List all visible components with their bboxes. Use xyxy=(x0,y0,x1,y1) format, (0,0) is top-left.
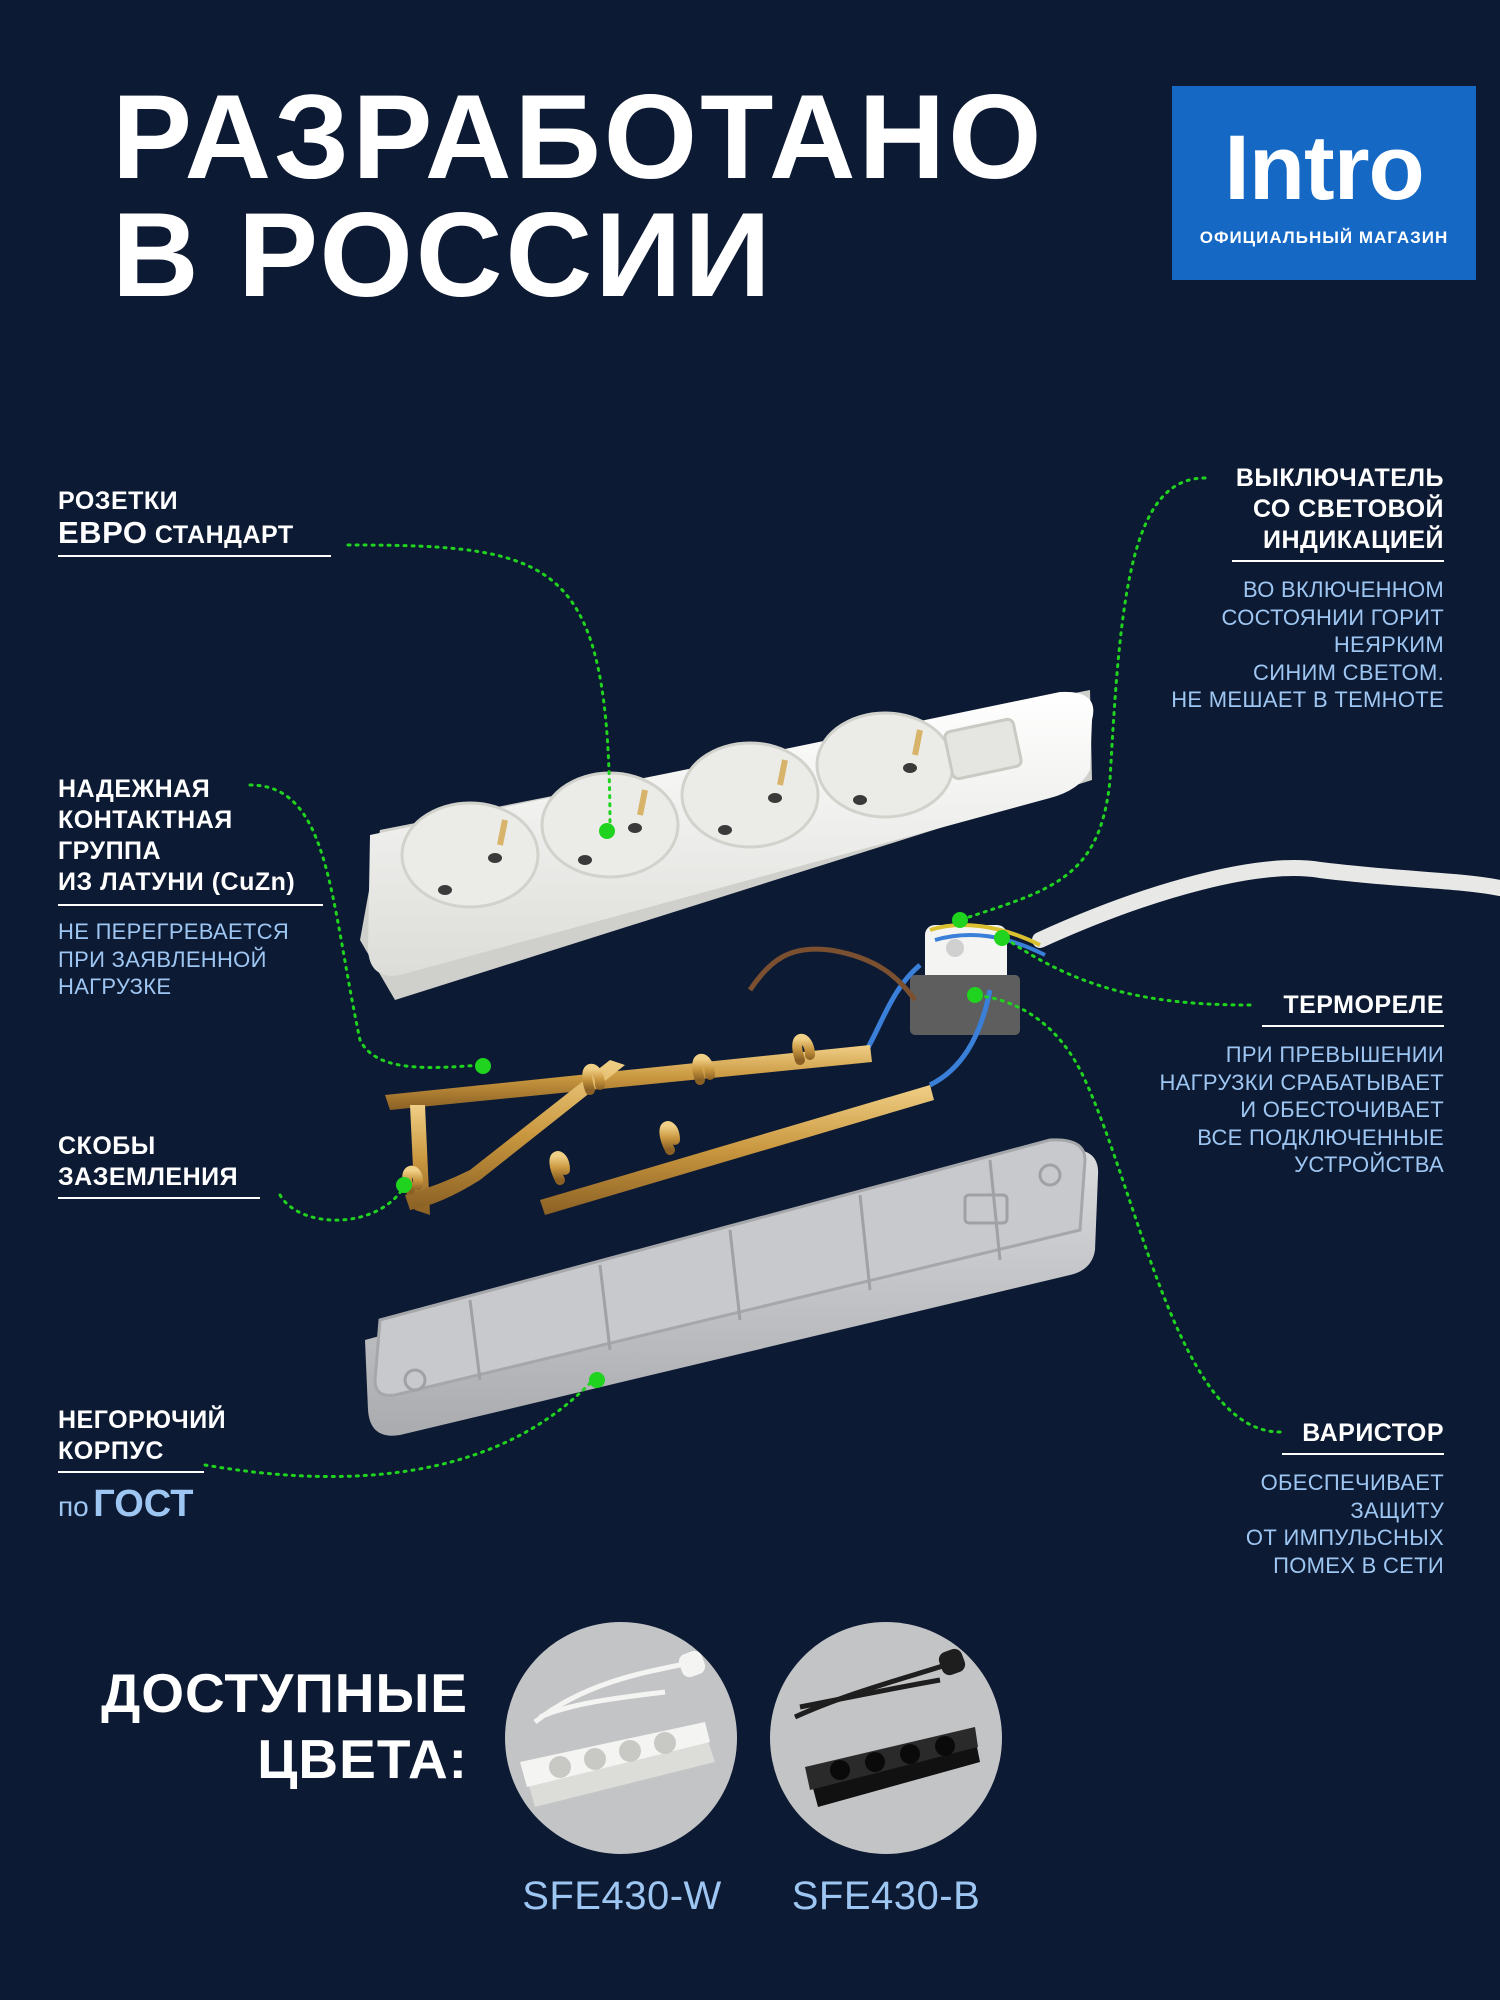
callout-markers xyxy=(396,823,1010,1388)
contacts-title-3: ГРУППА xyxy=(58,837,162,865)
callout-contacts: НАДЕЖНАЯ КОНТАКТНАЯ ГРУППА ИЗ ЛАТУНИ (Cu… xyxy=(58,774,358,1001)
callout-grounding: СКОБЫ ЗАЗЕМЛЕНИЯ xyxy=(58,1131,318,1199)
callout-housing: НЕГОРЮЧИЙ КОРПУС по ГОСТ xyxy=(58,1405,318,1526)
varistor-desc-1: ОБЕСПЕЧИВАЕТ xyxy=(1260,1470,1444,1495)
brass-contacts xyxy=(385,1033,934,1215)
marker-thermal-1 xyxy=(994,930,1010,946)
available-colors-title: ДОСТУПНЫЕ ЦВЕТА: xyxy=(88,1660,468,1792)
varistor-desc-2: ЗАЩИТУ xyxy=(1350,1497,1444,1523)
thermal-desc-3: И ОБЕСТОЧИВАЕТ xyxy=(1240,1097,1444,1122)
housing-title-2: КОРПУС xyxy=(58,1437,164,1465)
varistor-title: ВАРИСТОР xyxy=(1302,1419,1444,1447)
color-swatch-black[interactable] xyxy=(770,1622,1002,1854)
headline: РАЗРАБОТАНО В РОССИИ xyxy=(112,77,1044,315)
housing-title-1: НЕГОРЮЧИЙ xyxy=(58,1406,227,1434)
switch-title-3: ИНДИКАЦИЕЙ xyxy=(1263,526,1444,554)
callout-switch: ВЫКЛЮЧАТЕЛЬ СО СВЕТОВОЙ ИНДИКАЦИЕЙ ВО ВК… xyxy=(1110,463,1444,714)
contacts-desc-3: НАГРУЗКЕ xyxy=(58,974,172,999)
top-cover xyxy=(360,690,1094,1000)
sockets-emphasis: ЕВРО xyxy=(58,515,148,550)
housing-prefix: по xyxy=(58,1491,89,1522)
marker-grounding xyxy=(396,1177,412,1193)
callout-varistor: ВАРИСТОР ОБЕСПЕЧИВАЕТ ЗАЩИТУ ОТ ИМПУЛЬСН… xyxy=(1120,1418,1444,1579)
switch-desc-2: СОСТОЯНИИ ГОРИТ xyxy=(1221,604,1444,630)
housing-standard: ГОСТ xyxy=(93,1483,194,1525)
white-strip-icon xyxy=(520,1650,715,1807)
intro-logo[interactable]: Intro ОФИЦИАЛЬНЫЙ МАГАЗИН xyxy=(1172,86,1476,280)
varistor-desc-3: ОТ ИМПУЛЬСНЫХ xyxy=(1245,1525,1444,1550)
thermal-desc-2: НАГРУЗКИ СРАБАТЫВАЕТ xyxy=(1159,1069,1444,1095)
available-title-2: ЦВЕТА: xyxy=(257,1728,468,1790)
switch-underline xyxy=(1232,560,1444,562)
switch-title-1: ВЫКЛЮЧАТЕЛЬ xyxy=(1235,464,1444,492)
black-strip-icon xyxy=(793,1648,980,1807)
sockets-line1: РОЗЕТКИ xyxy=(58,487,179,515)
marker-sockets xyxy=(599,823,615,839)
model-black-code: SFE430-B xyxy=(791,1874,981,1918)
callout-thermal: ТЕРМОРЕЛЕ ПРИ ПРЕВЫШЕНИИ НАГРУЗКИ СРАБАТ… xyxy=(1080,990,1444,1179)
thermal-title: ТЕРМОРЕЛЕ xyxy=(1283,991,1444,1019)
sockets-rest: СТАНДАРТ xyxy=(154,521,294,549)
switch-housing-top xyxy=(943,717,1023,781)
socket-4 xyxy=(815,711,955,819)
grounding-title-1: СКОБЫ xyxy=(58,1132,156,1160)
thermal-underline xyxy=(1262,1025,1444,1027)
marker-housing xyxy=(589,1372,605,1388)
contacts-title-2: КОНТАКТНАЯ xyxy=(58,806,233,834)
marker-switch xyxy=(952,912,968,928)
thermal-desc-4: ВСЕ ПОДКЛЮЧЕННЫЕ xyxy=(1197,1124,1444,1150)
contacts-desc-2: ПРИ ЗАЯВЛЕННОЙ xyxy=(58,946,267,972)
color-swatch-white[interactable] xyxy=(505,1622,737,1854)
leader-lines xyxy=(203,476,1282,1479)
switch-desc-3: НЕЯРКИМ xyxy=(1333,632,1444,657)
euro-sockets xyxy=(400,711,955,909)
power-cable xyxy=(1032,860,1500,948)
marker-thermal-2 xyxy=(967,987,983,1003)
contacts-desc-1: НЕ ПЕРЕГРЕВАЕТСЯ xyxy=(58,919,290,944)
contacts-title-4: ИЗ ЛАТУНИ (CuZn) xyxy=(58,868,296,896)
switch-desc-4: СИНИМ СВЕТОМ. xyxy=(1253,659,1444,685)
bottom-housing xyxy=(365,1138,1099,1436)
model-white-code: SFE430-W xyxy=(522,1874,722,1918)
thermal-desc-1: ПРИ ПРЕВЫШЕНИИ xyxy=(1225,1042,1444,1067)
grounding-title-2: ЗАЗЕМЛЕНИЯ xyxy=(58,1163,239,1191)
logo-subtitle: ОФИЦИАЛЬНЫЙ МАГАЗИН xyxy=(1199,228,1449,247)
logo-name: Intro xyxy=(1224,117,1424,219)
grounding-underline xyxy=(58,1197,260,1199)
contacts-title-1: НАДЕЖНАЯ xyxy=(58,775,211,803)
available-title-1: ДОСТУПНЫЕ xyxy=(101,1662,468,1724)
socket-1 xyxy=(400,801,540,909)
varistor-underline xyxy=(1282,1453,1444,1455)
marker-contacts xyxy=(475,1058,491,1074)
switch-desc-1: ВО ВКЛЮЧЕННОМ xyxy=(1242,577,1444,602)
headline-line1: РАЗРАБОТАНО xyxy=(112,70,1045,204)
thermal-desc-5: УСТРОЙСТВА xyxy=(1294,1152,1444,1177)
switch-title-2: СО СВЕТОВОЙ xyxy=(1252,495,1444,523)
sockets-underline xyxy=(58,555,331,557)
contacts-underline xyxy=(58,904,323,906)
switch-desc-5: НЕ МЕШАЕТ В ТЕМНОТЕ xyxy=(1171,687,1444,712)
socket-3 xyxy=(680,741,820,849)
varistor-desc-4: ПОМЕХ В СЕТИ xyxy=(1273,1552,1444,1578)
housing-underline xyxy=(58,1471,204,1473)
callout-sockets: РОЗЕТКИ ЕВРО СТАНДАРТ xyxy=(58,486,358,557)
headline-line2: В РОССИИ xyxy=(112,188,774,322)
